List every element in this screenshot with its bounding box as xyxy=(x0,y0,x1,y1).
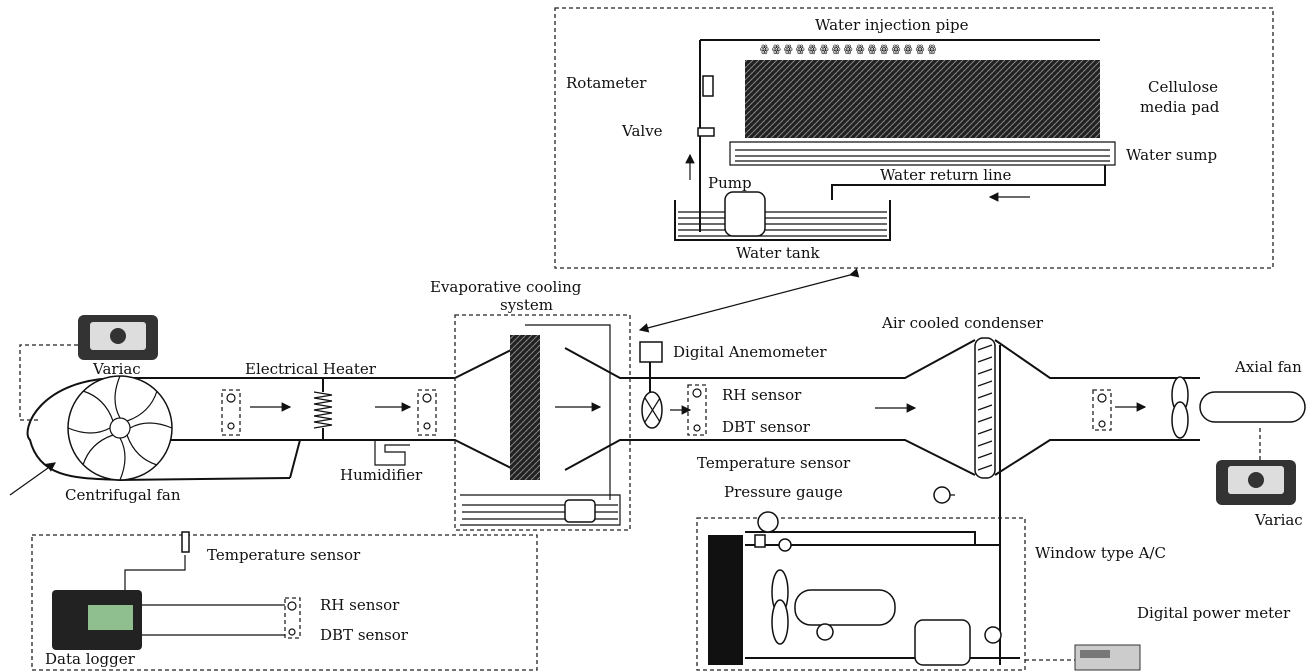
water-return-line-label: Water return line xyxy=(880,166,1011,184)
electrical-heater-label: Electrical Heater xyxy=(245,360,377,378)
rh-sensor-duct-label: RH sensor xyxy=(722,386,802,404)
variac-right xyxy=(1216,460,1296,505)
humidifier-label: Humidifier xyxy=(340,466,423,484)
water-tank xyxy=(675,200,890,240)
data-logger-label: Data logger xyxy=(45,650,136,668)
water-system-inset: ꙮ ꙮ ꙮ ꙮ ꙮ ꙮ ꙮ ꙮ ꙮ ꙮ ꙮ ꙮ ꙮ ꙮ ꙮ Water inje… xyxy=(555,8,1273,268)
water-sump-label: Water sump xyxy=(1126,146,1217,164)
sensor-pair-3 xyxy=(688,385,706,435)
evaporative-cooling-label-1: Evaporative cooling xyxy=(430,278,582,296)
air-cooled-condenser-label: Air cooled condenser xyxy=(881,314,1044,332)
air-duct xyxy=(28,340,1200,480)
centrifugal-fan-label: Centrifugal fan xyxy=(65,486,181,504)
axial-fan xyxy=(1172,377,1305,465)
temperature-sensor-ac-label: Temperature sensor xyxy=(697,454,851,472)
evaporative-cooling-system xyxy=(455,315,630,530)
pump-label: Pump xyxy=(708,174,752,192)
axial-fan-label: Axial fan xyxy=(1234,358,1302,376)
humidifier xyxy=(375,440,410,465)
rotameter-label: Rotameter xyxy=(566,74,647,92)
sensor-pair-2 xyxy=(418,390,436,435)
temperature-sensor-logger-label: Temperature sensor xyxy=(207,546,361,564)
rotameter xyxy=(703,76,713,96)
pressure-gauge-label: Pressure gauge xyxy=(724,483,843,501)
pump xyxy=(725,192,765,236)
evaporative-cooling-label-2: system xyxy=(500,296,553,314)
spray-nozzles: ꙮ ꙮ ꙮ ꙮ ꙮ ꙮ ꙮ ꙮ ꙮ ꙮ ꙮ ꙮ ꙮ ꙮ ꙮ xyxy=(760,44,937,55)
sensor-pair-1 xyxy=(222,390,240,435)
valve-label: Valve xyxy=(621,122,663,140)
valve xyxy=(698,128,714,136)
variac-left-label: Variac xyxy=(92,360,141,378)
variac-right-label: Variac xyxy=(1254,511,1303,529)
svg-text:ꙮ ꙮ ꙮ ꙮ ꙮ ꙮ ꙮ ꙮ ꙮ ꙮ ꙮ ꙮ ꙮ ꙮ ꙮ: ꙮ ꙮ ꙮ ꙮ ꙮ ꙮ ꙮ ꙮ ꙮ ꙮ ꙮ ꙮ ꙮ ꙮ ꙮ xyxy=(760,44,937,55)
digital-power-meter-label: Digital power meter xyxy=(1137,604,1291,622)
rh-sensor-logger-label: RH sensor xyxy=(320,596,400,614)
centrifugal-fan xyxy=(68,376,172,480)
electrical-heater xyxy=(314,378,332,440)
digital-power-meter xyxy=(1075,645,1140,670)
water-sump xyxy=(730,142,1115,165)
dbt-sensor-duct-label: DBT sensor xyxy=(722,418,811,436)
water-tank-label: Water tank xyxy=(736,244,821,262)
digital-anemometer xyxy=(640,342,662,428)
dbt-sensor-logger-label: DBT sensor xyxy=(320,626,409,644)
air-cooled-condenser xyxy=(975,338,1000,665)
cellulose-label-2: media pad xyxy=(1140,98,1220,116)
cellulose-label-1: Cellulose xyxy=(1148,78,1218,96)
window-type-ac-label: Window type A/C xyxy=(1035,544,1166,562)
digital-anemometer-label: Digital Anemometer xyxy=(673,343,827,361)
window-ac-unit xyxy=(697,487,1075,670)
water-injection-pipe-label: Water injection pipe xyxy=(815,16,969,34)
cellulose-media-pad xyxy=(745,60,1100,138)
sensor-pair-4 xyxy=(1093,390,1111,430)
